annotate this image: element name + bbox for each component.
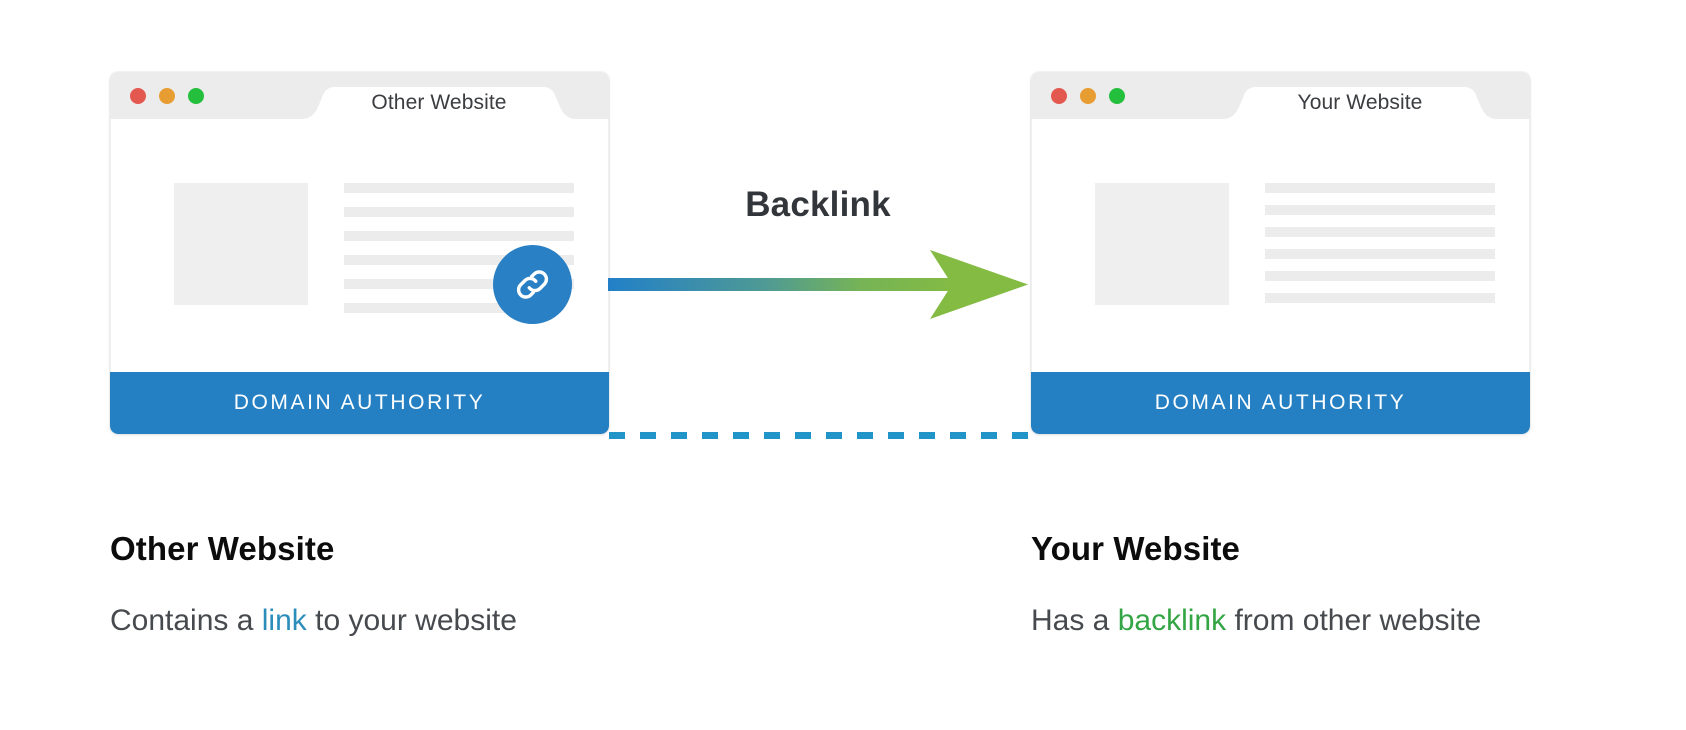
text-line (344, 303, 535, 313)
caption-body: Contains a link to your website (110, 604, 517, 638)
caption-your-website: Your Website Has a backlink from other w… (1031, 530, 1481, 638)
link-icon (516, 270, 549, 299)
text-line (344, 207, 574, 217)
domain-authority-bar: DOMAIN AUTHORITY (1031, 372, 1530, 434)
maximize-button-icon[interactable] (188, 87, 204, 104)
text-line (344, 279, 574, 289)
text-line (344, 231, 574, 241)
domain-authority-bar: DOMAIN AUTHORITY (110, 372, 609, 434)
window-titlebar: Your Website (1031, 72, 1530, 119)
tab-title: Your Website (1297, 91, 1423, 114)
text-line (1265, 271, 1495, 281)
caption-heading: Your Website (1031, 530, 1241, 567)
page-content (1095, 183, 1495, 305)
close-button-icon[interactable] (1051, 87, 1067, 104)
caption-body-highlight: backlink (1117, 604, 1227, 637)
text-line (1265, 227, 1495, 237)
backlink-arrow (608, 250, 1028, 320)
image-placeholder (174, 183, 308, 305)
arrow-right-icon (608, 250, 1028, 319)
text-line (1265, 293, 1495, 303)
caption-other-website: Other Website Contains a link to your we… (110, 530, 517, 638)
traffic-lights (130, 87, 204, 104)
browser-tab-other-website[interactable]: Other Website (296, 87, 582, 119)
backlink-label: Backlink (745, 185, 891, 224)
page-content (174, 183, 574, 313)
domain-authority-connector (609, 432, 1031, 439)
text-line (344, 255, 574, 265)
caption-heading: Other Website (110, 530, 335, 567)
caption-body-after: to your website (306, 604, 517, 637)
dashed-line-icon (609, 432, 1031, 439)
text-line (1265, 249, 1495, 259)
caption-body-before: Has a (1031, 604, 1118, 637)
maximize-button-icon[interactable] (1109, 87, 1125, 104)
caption-body-after: from other website (1226, 604, 1482, 637)
browser-tab-your-website[interactable]: Your Website (1217, 87, 1503, 119)
minimize-button-icon[interactable] (159, 87, 175, 104)
page-viewport (1031, 119, 1530, 372)
link-icon-badge[interactable] (493, 245, 572, 324)
text-line (1265, 183, 1495, 193)
browser-window-other-website: Other Website DOMAIN AUTHORITY (110, 72, 609, 434)
caption-body: Has a backlink from other website (1031, 604, 1481, 638)
tab-shape (1217, 87, 1503, 119)
close-button-icon[interactable] (130, 87, 146, 104)
traffic-lights (1051, 87, 1125, 104)
caption-body-highlight: link (261, 604, 307, 637)
tab-shape (296, 87, 582, 119)
text-line (344, 183, 574, 193)
minimize-button-icon[interactable] (1080, 87, 1096, 104)
caption-body-before: Contains a (110, 604, 262, 637)
text-placeholder-lines (344, 183, 574, 313)
browser-window-your-website: Your Website DOMAIN AUTHORITY (1031, 72, 1530, 434)
tab-title: Other Website (371, 91, 507, 114)
text-placeholder-lines (1265, 183, 1495, 305)
image-placeholder (1095, 183, 1229, 305)
text-line (1265, 205, 1495, 215)
window-titlebar: Other Website (110, 72, 609, 119)
